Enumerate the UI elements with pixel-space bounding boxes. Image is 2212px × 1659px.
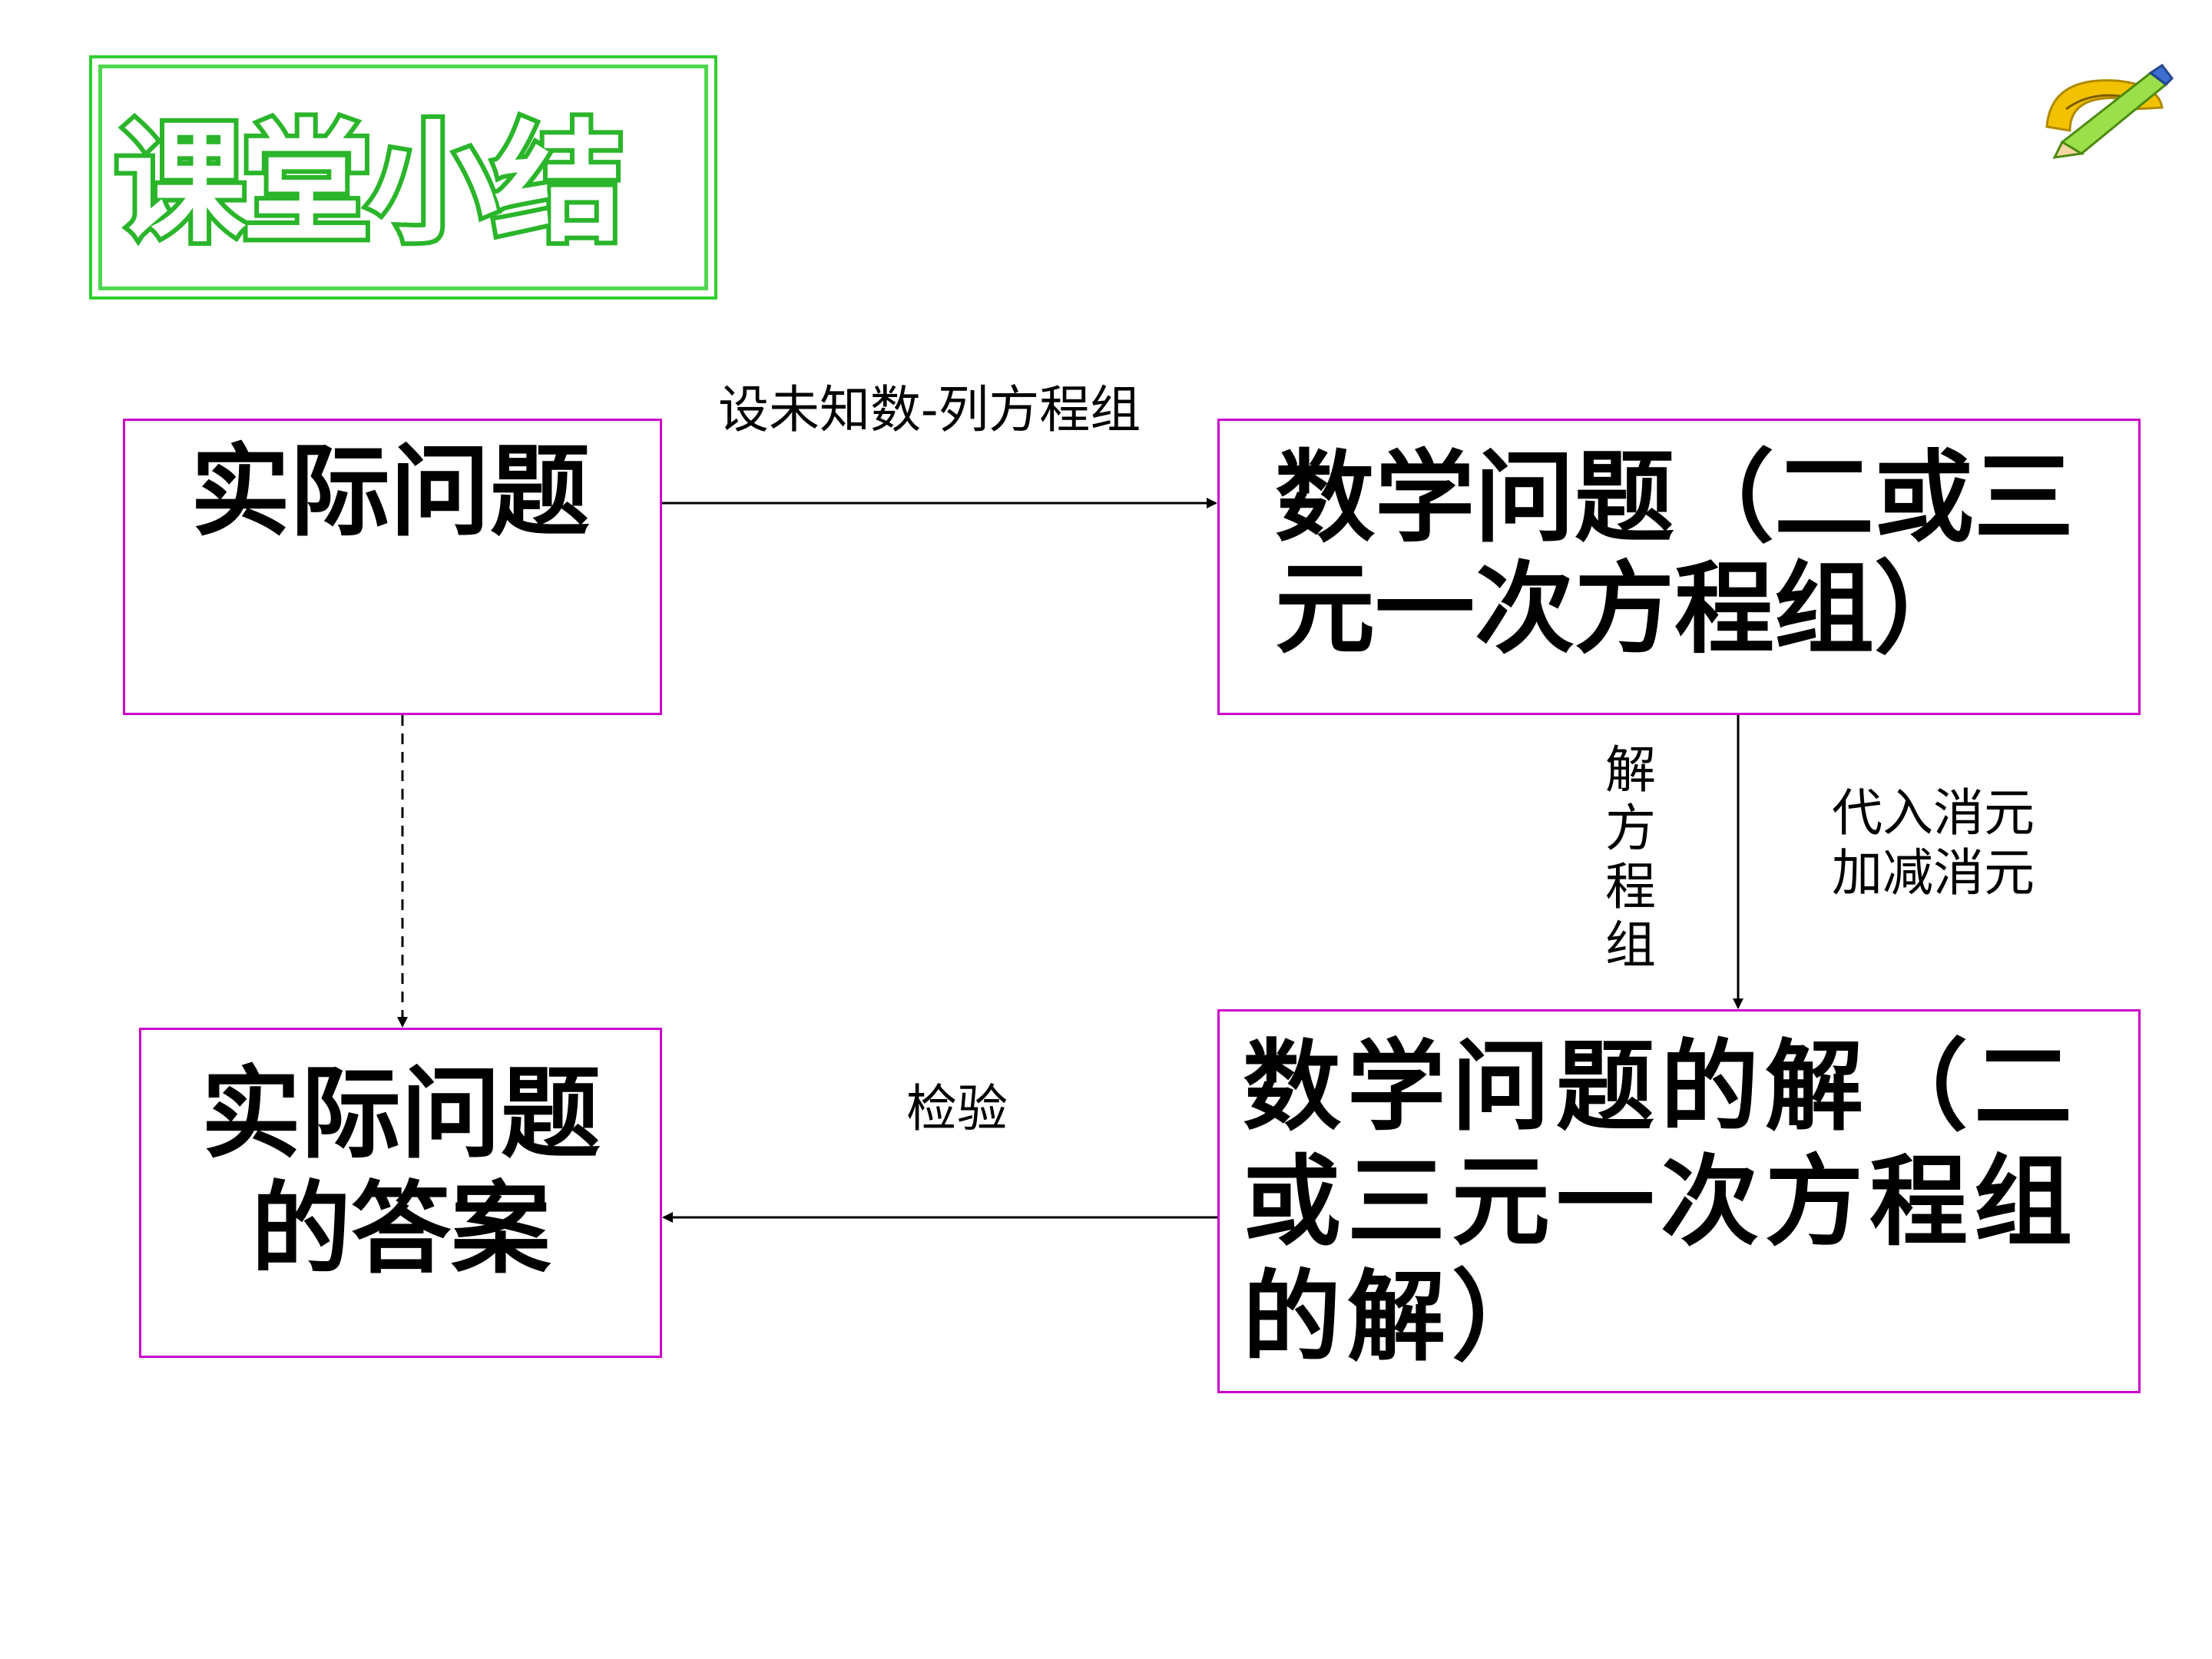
real-problem-text: 实际问题 [190, 432, 591, 550]
edge-label-set-unknowns: 设未知数-列方程组 [718, 380, 1141, 439]
edge-label-verify: 检验 [906, 1079, 1008, 1138]
math-solution-text: 数学问题的解（二 或三元一次方程组 的解） [1243, 1029, 2079, 1375]
protractor-pencil-icon [2045, 63, 2174, 159]
math-solution-box [1217, 1009, 2141, 1393]
edge-label-solve-system: 解方程组 [1605, 740, 1656, 975]
title-frame [89, 55, 717, 300]
math-problem-text: 数学问题（二或三 元一次方程组） [1275, 439, 2075, 667]
edge-label-methods: 代入消元 加减消元 [1832, 783, 2035, 902]
real-answer-text: 实际问题 的答案 [201, 1055, 601, 1287]
page-title: 课堂小结 [111, 104, 628, 265]
real-problem-box [123, 419, 662, 715]
math-problem-box [1217, 419, 2141, 715]
real-answer-box [139, 1028, 662, 1358]
